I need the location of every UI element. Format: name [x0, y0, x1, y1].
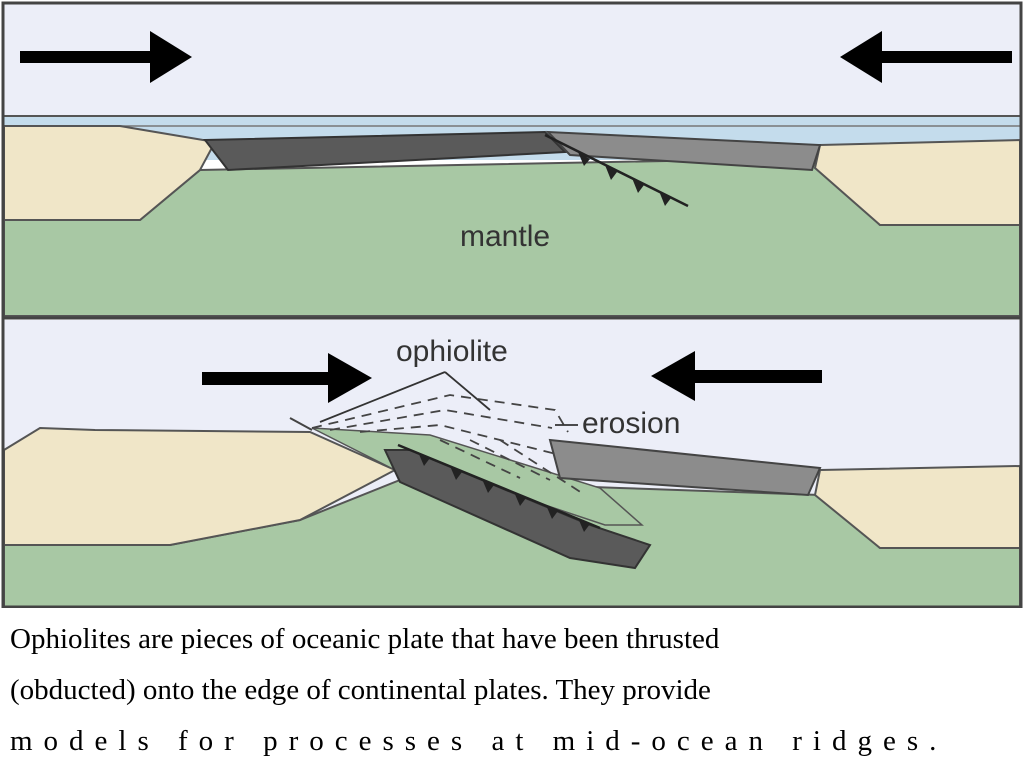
left-arrow-icon [840, 31, 1012, 83]
eroded-ophiolite-outline [311, 394, 586, 496]
bottom-panel: ophiolite erosion [3, 320, 1021, 608]
caption: Ophiolites are pieces of oceanic plate t… [10, 614, 1014, 764]
obduction-diagram: mantle ophiolite erosion [1, 1, 1023, 608]
thrust-teeth-bottom [418, 452, 590, 532]
label-ophiolite: ophiolite [396, 335, 508, 368]
plate-edge-tick [289, 417, 313, 431]
oceanic-plate-right-top [545, 130, 822, 172]
ophiolite-leader-lines [319, 371, 491, 423]
obduction-fault-bottom [397, 443, 601, 530]
diagram-border [1, 1, 1023, 608]
top-panel: mantle [3, 4, 1021, 320]
right-continent-top [813, 138, 1021, 226]
caption-line-2: (obducted) onto the edge of continental … [10, 674, 711, 706]
label-erosion: erosion [582, 407, 680, 440]
label-mantle: mantle [460, 220, 550, 253]
right-arrow-icon [20, 31, 192, 83]
oceanic-plate-left-top [203, 130, 568, 172]
oceanic-plate-right-bottom [548, 438, 822, 497]
right-continent-bottom [813, 464, 1021, 549]
caption-line-3: models for processes at mid-ocean ridges… [10, 725, 948, 757]
caption-line-1: Ophiolites are pieces of oceanic plate t… [10, 623, 720, 655]
right-arrow-icon [202, 353, 372, 403]
left-arrow-icon [651, 351, 822, 401]
